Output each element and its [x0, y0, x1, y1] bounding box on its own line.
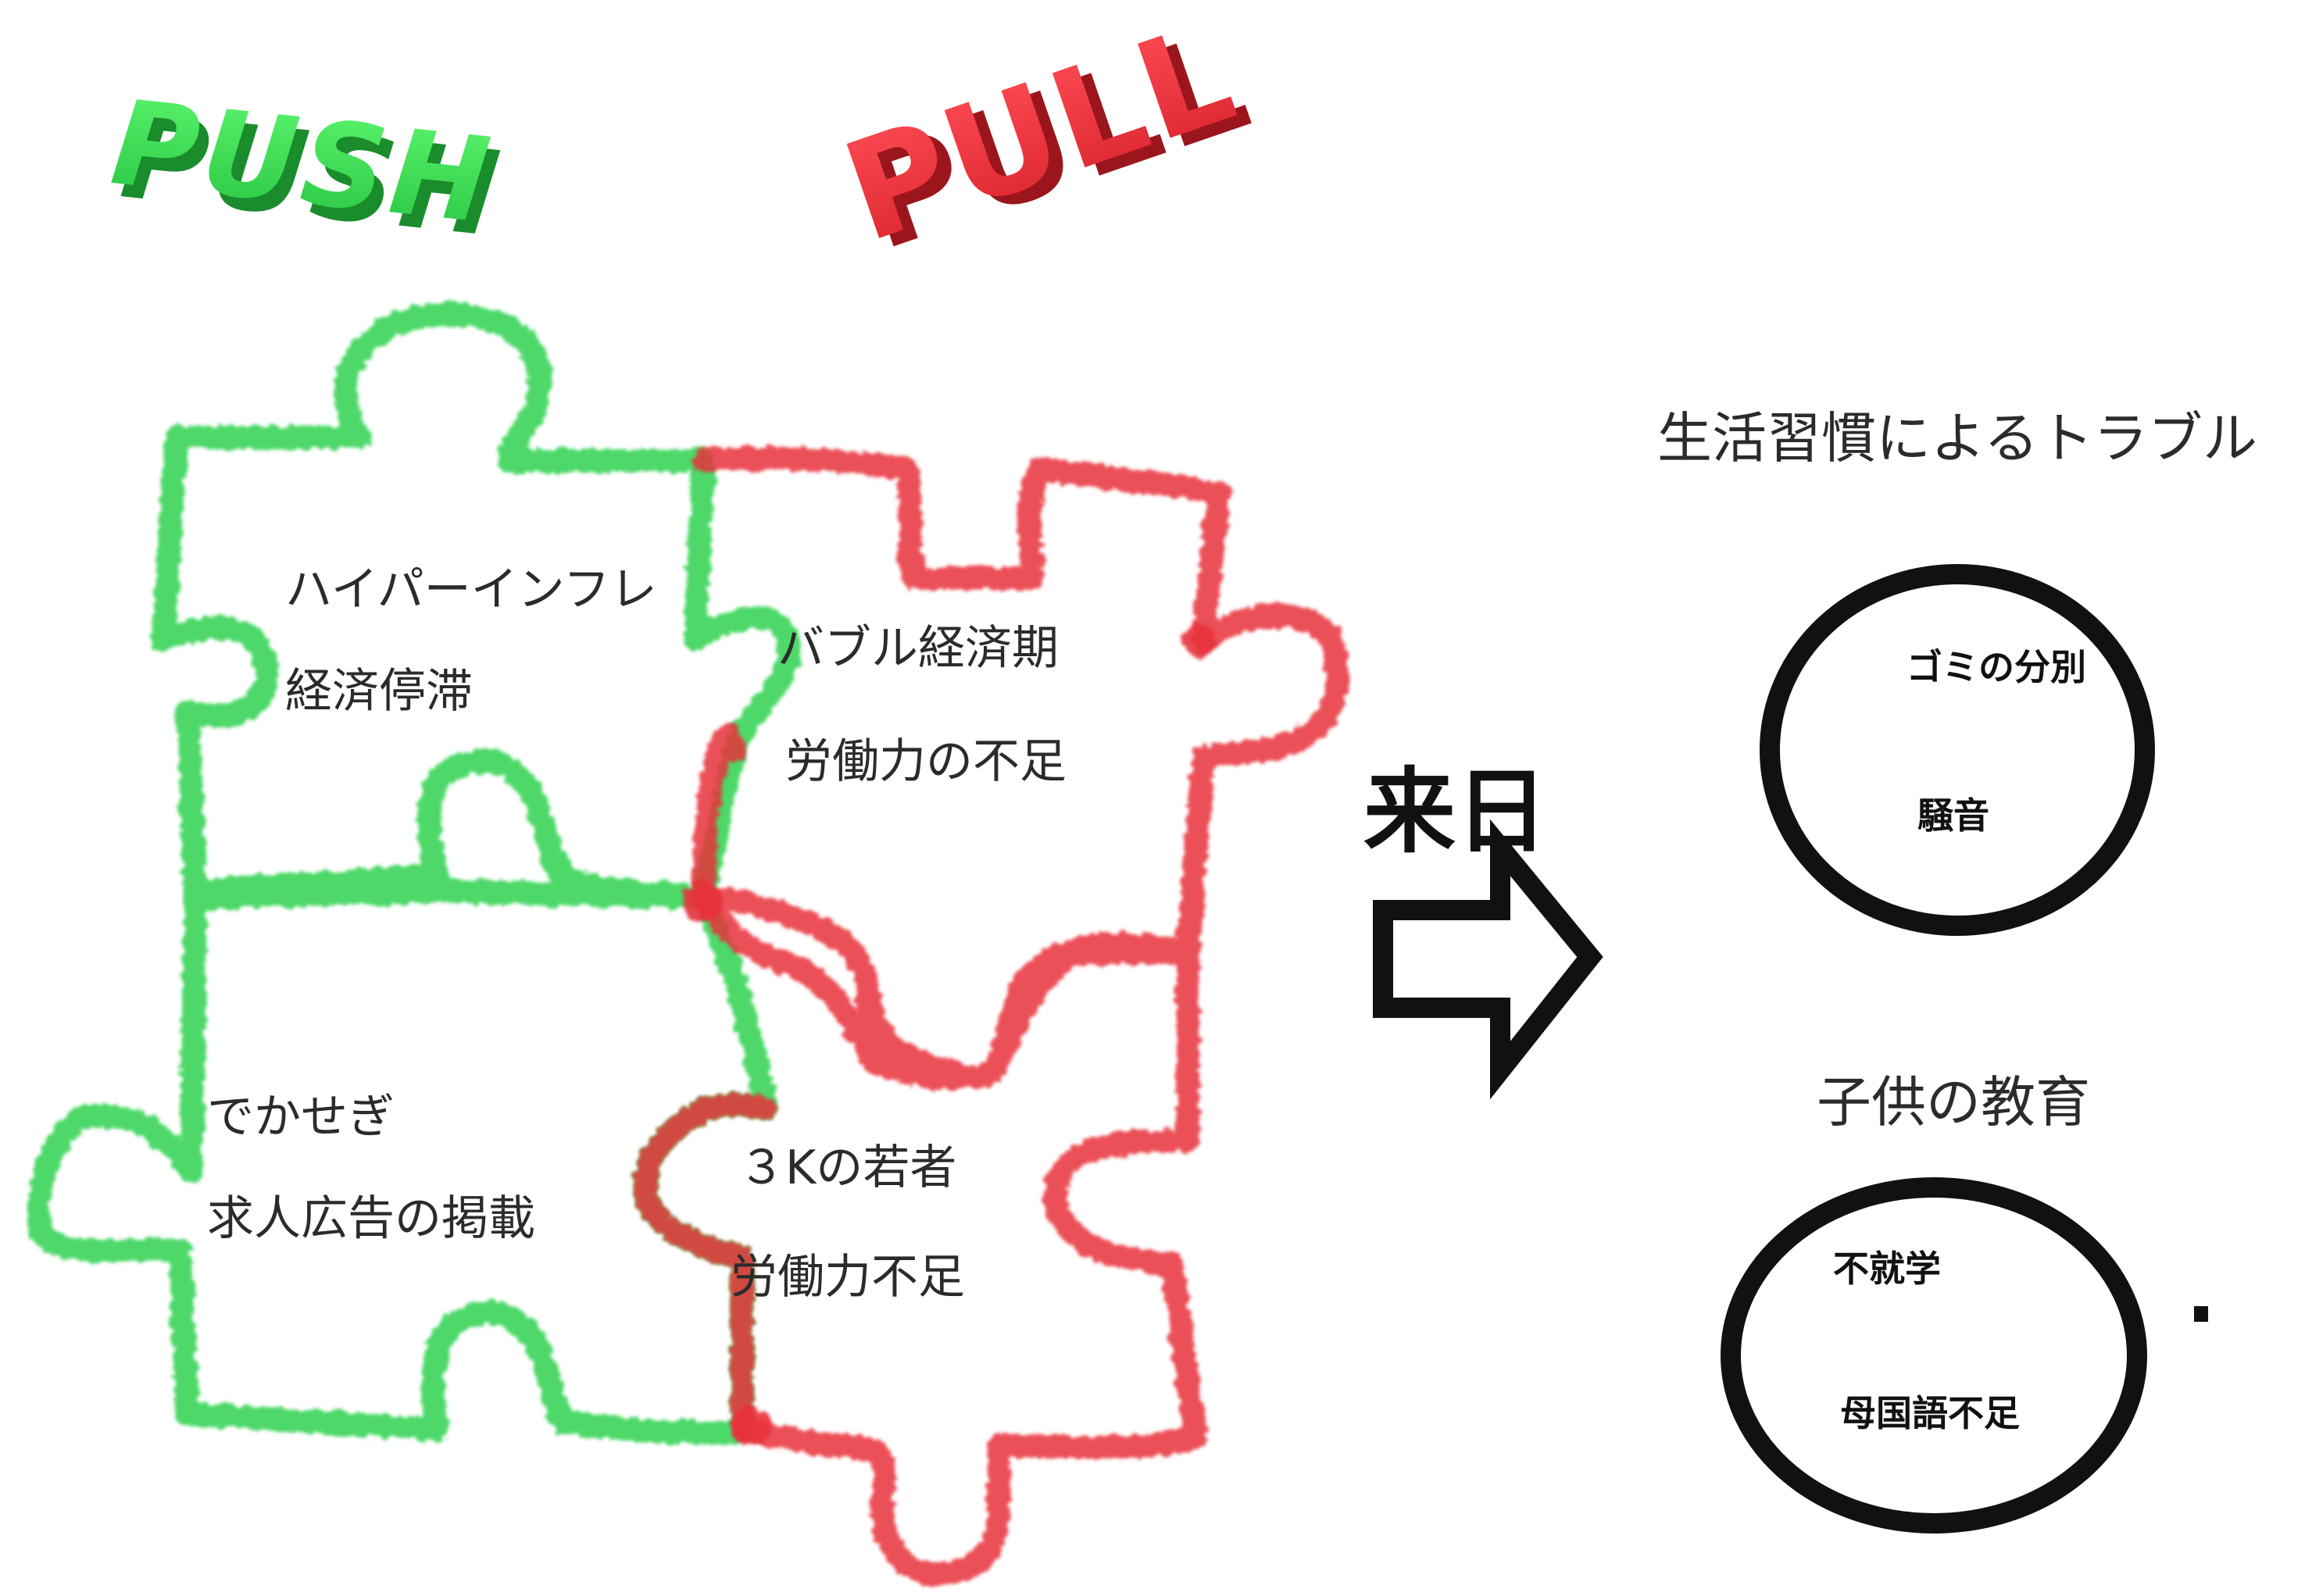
push-piece-2-text: でかせぎ 求人広告の掲載: [207, 1090, 535, 1246]
problem-2-heading: 子供の教育: [1817, 1070, 2090, 1134]
push-piece-2-line-1: でかせぎ: [207, 1090, 395, 1144]
problem-2-item-1: 不就学: [1833, 1248, 1941, 1290]
junction-dot: [1182, 623, 1217, 658]
pull-puzzle-pieces: [634, 445, 1349, 1586]
push-puzzle-pieces: [27, 302, 801, 1445]
pull-piece-1-text: バブル経済期 労働力の不足: [777, 621, 1067, 789]
junction-dot: [730, 1405, 770, 1446]
pull-piece-2-line-1: ３Kの若者: [738, 1141, 956, 1195]
pull-piece-1-line-2: 労働力の不足: [785, 734, 1067, 789]
pull-piece-1-line-1: バブル経済期: [777, 621, 1059, 676]
puzzle-junctions: [683, 623, 1217, 1446]
push-piece-1-line-1: ハイパーインフレ: [285, 562, 657, 617]
problem-1-heading: 生活習慣によるトラブル: [1657, 406, 2257, 470]
push-piece-1-line-2: 経済停滞: [285, 664, 473, 719]
ellipse-gap-mark: [2180, 1289, 2197, 1306]
push-piece-1-text: ハイパーインフレ 経済停滞: [285, 562, 657, 719]
junction-dot: [683, 882, 724, 923]
problem-group-1: 生活習慣によるトラブル ゴミの分別 騒音: [1657, 406, 2257, 936]
problem-1-item-2: 騒音: [1917, 794, 1989, 837]
pull-title: PULL PULL: [827, 0, 1269, 281]
problem-1-ellipse: [1760, 564, 2155, 936]
problem-group-2: 子供の教育 不就学 母国語不足: [1721, 1070, 2208, 1534]
pull-piece-2-line-2: 労働力不足: [731, 1250, 965, 1305]
problem-2-ellipse: [1721, 1177, 2147, 1534]
push-piece-2-line-2: 求人広告の掲載: [207, 1191, 535, 1246]
problem-1-item-1: ゴミの分別: [1907, 646, 2086, 688]
arrow-label: 来日: [1363, 758, 1548, 866]
push-title: PUSH PUSH: [105, 75, 509, 264]
ellipse-gap-mark: [2194, 1306, 2208, 1322]
jigsaw-puzzle-icon: [634, 887, 1207, 1586]
pull-piece-2-text: ３Kの若者 労働力不足: [731, 1141, 965, 1305]
right-arrow-icon: [1373, 819, 1603, 1100]
problem-2-item-2: 母国語不足: [1840, 1392, 2020, 1434]
pull-title-text: PULL: [827, 0, 1255, 273]
